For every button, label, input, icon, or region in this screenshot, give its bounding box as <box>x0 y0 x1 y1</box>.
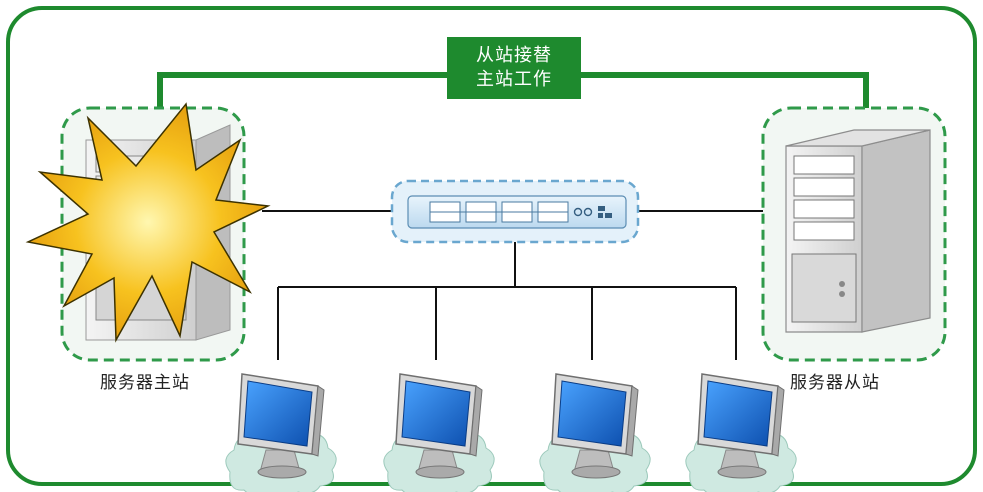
network-switch-icon <box>407 195 627 229</box>
failover-link-left <box>157 72 447 110</box>
client-monitor <box>539 373 651 492</box>
failover-label-line1: 从站接替 <box>476 45 552 66</box>
monitor-icon <box>225 373 337 492</box>
backup-server <box>761 106 947 362</box>
client-monitor <box>383 373 495 492</box>
backup-server-label: 服务器从站 <box>790 373 880 393</box>
monitor-icon <box>685 373 797 492</box>
primary-server <box>25 102 271 362</box>
failover-label-line2: 主站工作 <box>476 69 552 90</box>
primary-server-label: 服务器主站 <box>100 373 190 393</box>
server-tower-icon <box>785 129 931 333</box>
failover-link-right <box>581 72 869 110</box>
monitor-icon <box>383 373 495 492</box>
client-monitor <box>685 373 797 492</box>
monitor-icon <box>539 373 651 492</box>
outer-frame <box>6 6 977 486</box>
failover-label-box: 从站接替 主站工作 <box>447 37 581 99</box>
network-lines <box>262 210 770 360</box>
client-monitor <box>225 373 337 492</box>
network-switch <box>390 179 640 244</box>
explosion-burst-icon <box>25 102 271 343</box>
